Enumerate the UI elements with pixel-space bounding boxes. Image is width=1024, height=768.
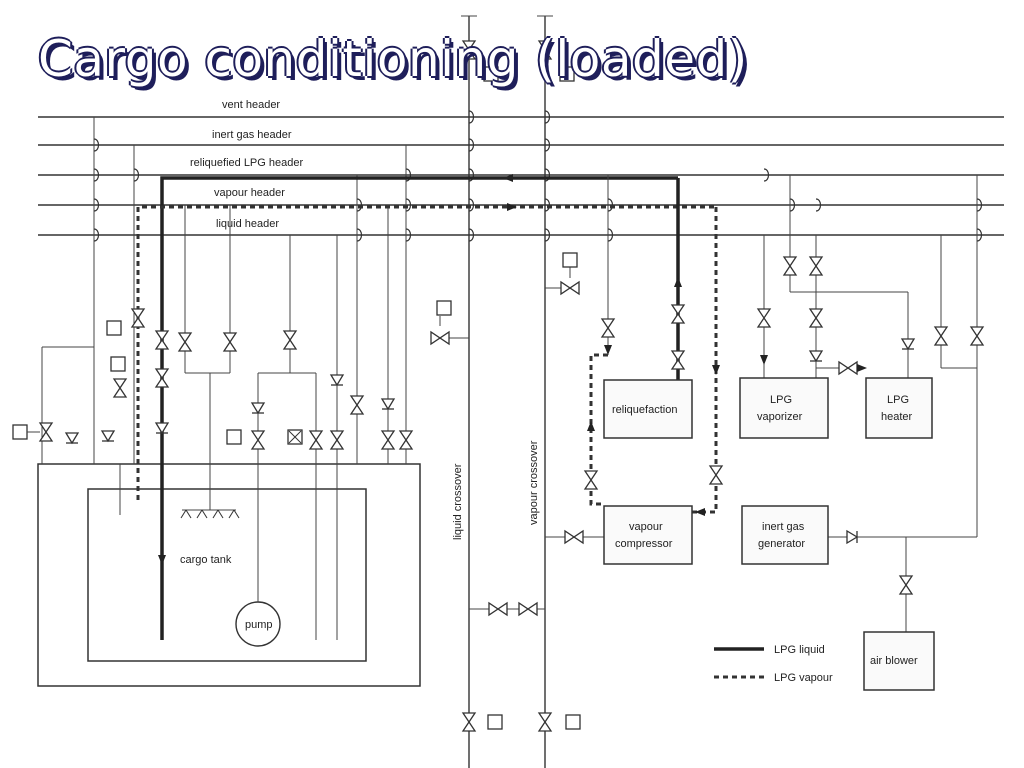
vent-header-label: vent header xyxy=(222,99,280,111)
lpg-vapour-line-tank xyxy=(136,205,716,500)
inert-gas-generator-unit xyxy=(741,505,829,565)
vapour-compressor-label-1: vapour xyxy=(629,521,663,533)
inert-gas-generator-label-2: generator xyxy=(758,538,805,550)
crossovers: liquid crossover vapour crossover xyxy=(430,15,604,768)
lpg-heater-label-2: heater xyxy=(881,411,913,423)
reliquefaction-label: reliquefaction xyxy=(612,404,677,416)
legend-vapour-label: LPG vapour xyxy=(774,672,833,684)
reliquefied-header-label: reliquefied LPG header xyxy=(190,157,303,169)
vapour-compressor-label-2: compressor xyxy=(615,538,673,550)
pump-label: pump xyxy=(245,619,273,631)
lpg-vaporizer-unit xyxy=(739,377,829,439)
vapour-compressor-unit xyxy=(603,505,693,565)
inert-gas-generator-label-1: inert gas xyxy=(762,521,805,533)
liquid-header-label: liquid header xyxy=(216,218,279,230)
cargo-tank-label: cargo tank xyxy=(180,554,232,566)
cargo-tank xyxy=(87,488,367,662)
legend: LPG liquid LPG vapour xyxy=(714,644,833,684)
headers: vent header inert gas header reliquefied… xyxy=(38,99,1004,236)
slide-title: Cargo conditioning (loaded) xyxy=(38,30,748,88)
cargo-tank-section: cargo tank pump xyxy=(12,117,716,687)
vapour-crossover-label: vapour crossover xyxy=(528,440,540,525)
lpg-heater-label-1: LPG xyxy=(887,394,909,406)
vapour-header-label: vapour header xyxy=(214,187,285,199)
lpg-vaporizer-label-2: vaporizer xyxy=(757,411,803,423)
reliquefaction-unit xyxy=(603,379,693,439)
lpg-vaporizer-label-1: LPG xyxy=(770,394,792,406)
legend-liquid-label: LPG liquid xyxy=(774,644,825,656)
inert-gas-header-label: inert gas header xyxy=(212,129,292,141)
lpg-heater-unit xyxy=(865,377,933,439)
liquid-crossover-label: liquid crossover xyxy=(452,463,464,540)
air-blower-label: air blower xyxy=(870,655,918,667)
air-blower-unit xyxy=(863,631,935,691)
process-section: reliquefaction LPG vaporizer LPG heater … xyxy=(584,168,984,691)
tank-dome xyxy=(37,463,421,687)
